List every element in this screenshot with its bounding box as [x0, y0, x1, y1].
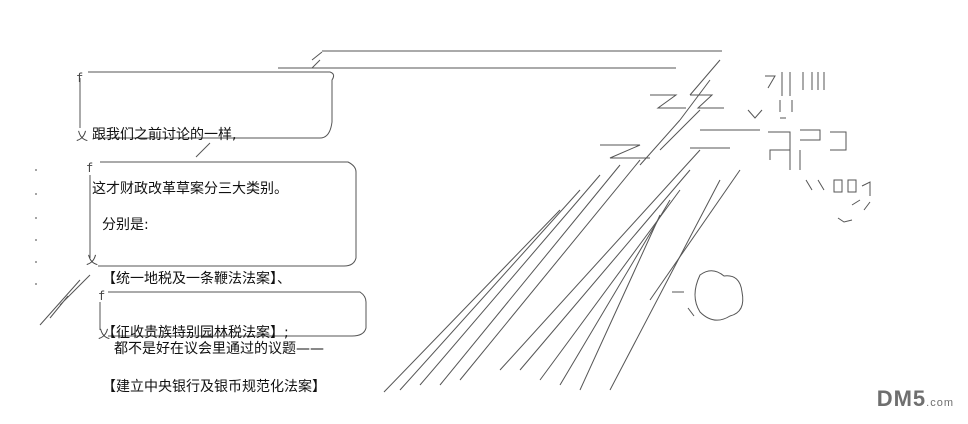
- svg-text:乂: 乂: [98, 327, 110, 341]
- bubble-3-border: [108, 291, 367, 337]
- bubble-3-line-1: 都不是好在议会里通过的议题——: [114, 341, 324, 357]
- bubble-3-text: 都不是好在议会里通过的议题——: [114, 304, 324, 376]
- bubble-1-line-2: 这才财政改革草案分三大类别。: [92, 181, 288, 197]
- svg-text:乂: 乂: [86, 253, 98, 267]
- bubble-2-line-1: 分别是:: [102, 217, 149, 233]
- bubble-2-border: [98, 161, 357, 267]
- svg-text:乂: 乂: [76, 129, 88, 143]
- bubble-2-line-3: 【征收贵族特别园林税法案】;: [102, 325, 289, 341]
- bubble-2-text: 分别是: 【统一地税及一条鞭法法案】、 【征收贵族特别园林税法案】; 【建立中央…: [102, 180, 326, 414]
- bubble-1-border: [88, 71, 335, 139]
- dm5-watermark: DM5.com: [877, 386, 954, 412]
- bubble-2-line-2: 【统一地税及一条鞭法法案】、: [102, 271, 291, 287]
- margin-dots: [35, 169, 37, 285]
- svg-text:f: f: [86, 161, 93, 175]
- watermark-brand: DM5: [876, 386, 927, 411]
- watermark-suffix: .com: [926, 397, 954, 409]
- bubble-1-text: 跟我们之前讨论的一样, 这才财政改革草案分三大类别。: [92, 90, 288, 216]
- cloud-shape: [694, 270, 744, 321]
- bubble-2-line-4: 【建立中央银行及银币规范化法案】: [102, 379, 326, 395]
- bubble-1-line-1: 跟我们之前讨论的一样,: [92, 127, 237, 143]
- svg-text:f: f: [76, 71, 83, 85]
- svg-text:f: f: [98, 289, 105, 303]
